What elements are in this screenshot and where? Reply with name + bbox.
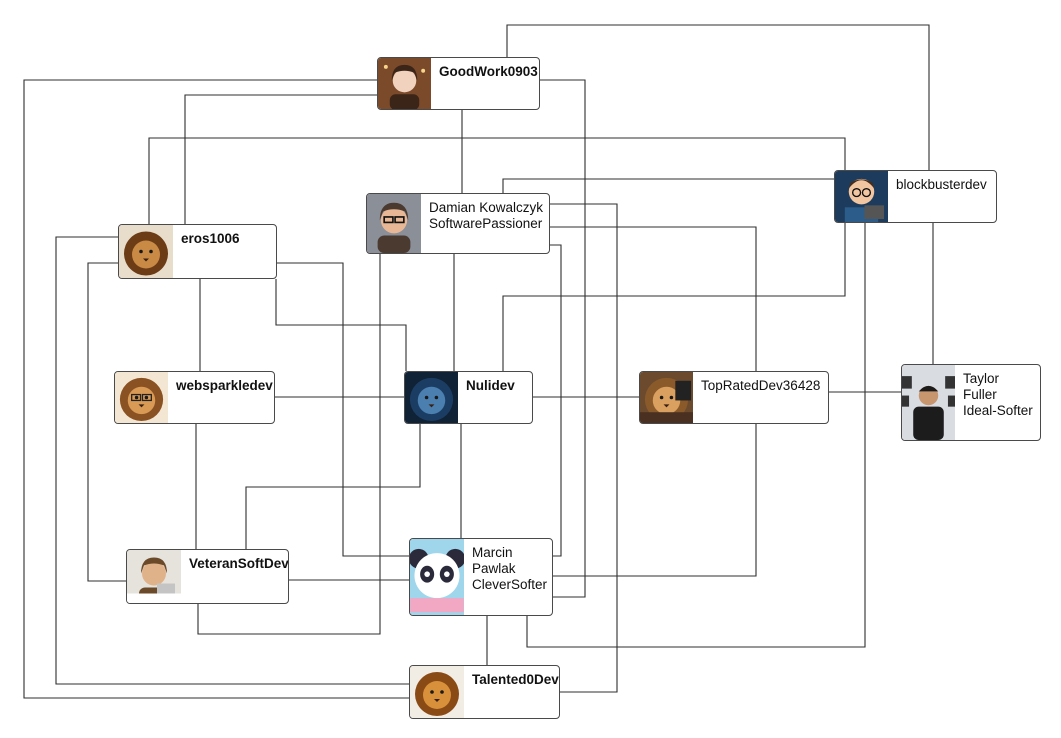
node-label-line: SoftwarePassioner [429,216,543,231]
connector [87,262,126,582]
connector [276,262,409,557]
node-websparkle[interactable]: websparkledev [114,371,275,424]
connector [245,424,421,549]
connector [148,137,846,224]
node-toprated[interactable]: TopRatedDev36428 [639,371,829,424]
man-at-computers-icon [902,365,955,440]
node-label-line: blockbusterdev [896,177,987,192]
connector [549,203,618,693]
lion-at-desk-icon [640,372,693,423]
node-label-line: TopRatedDev36428 [701,378,821,393]
node-label: blockbusterdev [888,171,987,222]
node-eros[interactable]: eros1006 [118,224,277,279]
blue-lion-icon [405,372,458,423]
node-label: eros1006 [173,225,240,278]
cartoon-dev-glasses-icon [835,171,888,222]
node-label-line: Ideal-Softer [963,403,1033,418]
node-label-line: GoodWork0903 [439,64,538,79]
node-blockbuster[interactable]: blockbusterdev [834,170,997,223]
connector [502,178,834,193]
node-veteran[interactable]: VeteranSoftDev [126,549,289,604]
girl-portrait-icon [378,58,431,109]
connector [540,79,586,598]
panda-coder-icon [410,539,464,615]
man-glasses-photo-icon [367,194,421,253]
lion-mane-icon [410,666,464,718]
node-label-line: VeteranSoftDev [189,556,289,571]
node-label-line: Talented0Dev [472,672,559,687]
node-label-line: eros1006 [181,231,240,246]
node-label: TopRatedDev36428 [693,372,820,423]
node-talented[interactable]: Talented0Dev [409,665,560,719]
connector [553,424,757,577]
connector [549,226,757,371]
node-label-line: Marcin [472,545,513,560]
man-at-desk-photo-icon [127,550,181,603]
connector [549,244,562,557]
node-label-line: Pawlak [472,561,516,576]
lion-portrait-icon [119,225,173,278]
node-label-line: Fuller [963,387,997,402]
connector [184,94,378,224]
node-label: GoodWork0903 [431,58,538,109]
connector [55,236,409,685]
node-label: Talented0Dev [464,666,559,718]
node-label-line: Taylor [963,371,1000,386]
connector [502,223,846,371]
node-label-line: websparkledev [176,378,273,393]
connector [506,24,930,170]
node-label-line: CleverSofter [472,577,548,592]
node-label-line: Damian Kowalczyk [429,200,544,215]
connector [23,79,409,699]
lion-glasses-icon [115,372,168,423]
node-label-line: Nulidev [466,378,515,393]
connector [526,223,866,648]
node-nulidev[interactable]: Nulidev [404,371,533,424]
node-label: websparkledev [168,372,273,423]
connector [275,279,407,371]
node-goodwork[interactable]: GoodWork0903 [377,57,540,110]
connector [197,254,381,635]
node-label: VeteranSoftDev [181,550,289,603]
node-label: Nulidev [458,372,515,423]
